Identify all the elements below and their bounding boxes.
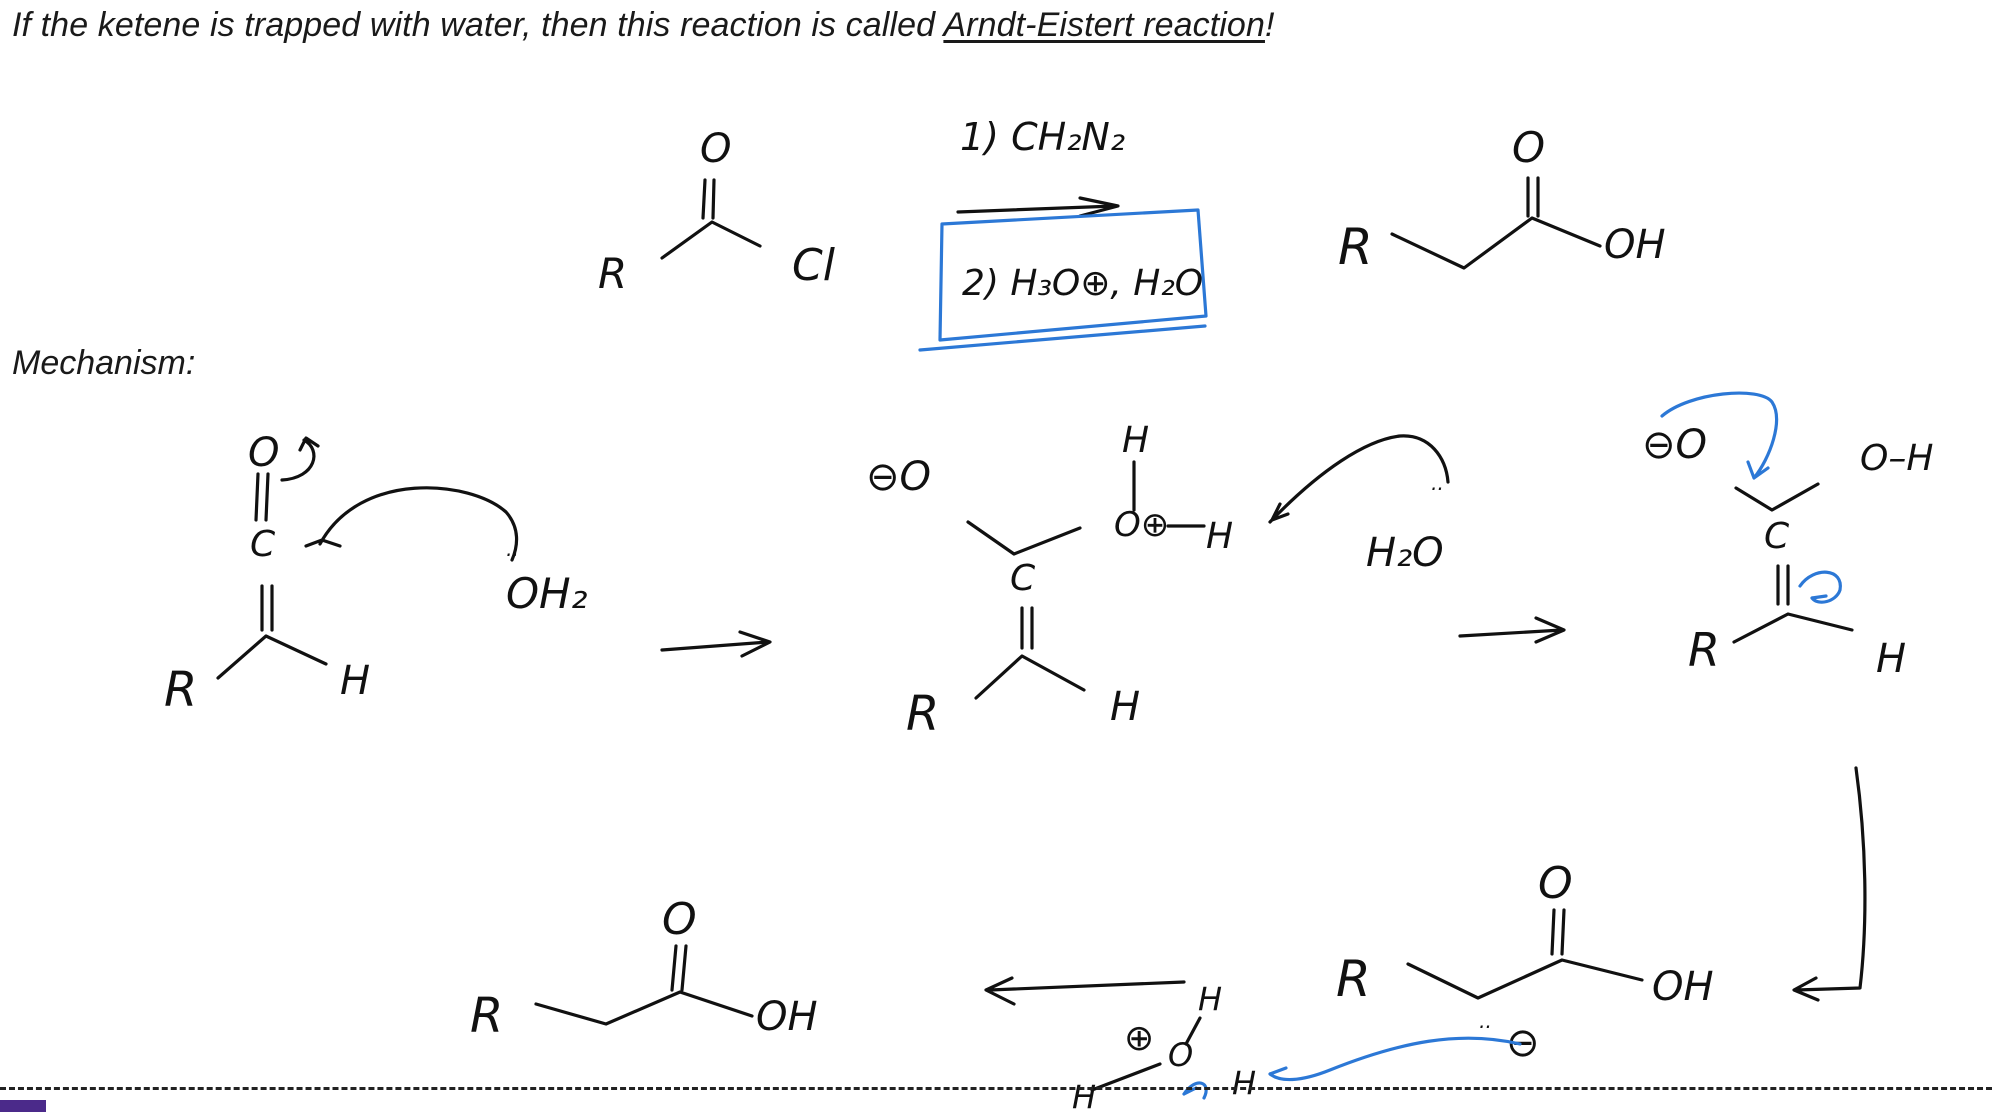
intermediate-h: H (1110, 684, 1140, 730)
acid-chloride-r: R (598, 249, 627, 298)
product-oh: OH (1604, 222, 1666, 268)
ketene-structure: O C R H (164, 430, 519, 718)
carbanion-intermediate: O R OH ⊖ ·· (1336, 858, 1714, 1066)
carbanion-lone-pair: ·· (1478, 1015, 1491, 1039)
reagent-step-2: 2) H₃O⊕, H₂O (962, 263, 1203, 304)
enol-intermediate: ⊖O O–H C R H (1642, 391, 1933, 682)
protonation-arrow (1268, 1036, 1522, 1082)
intermediate-carbon: C (1010, 558, 1036, 599)
hydronium-oxygen: O (1168, 1036, 1193, 1074)
enolate-carbon: C (1764, 516, 1790, 557)
reagent-step-1: 1) CH₂N₂ (960, 115, 1125, 159)
hydronium-charge: ⊕ (1124, 1018, 1154, 1059)
product-r: R (1338, 218, 1373, 276)
hydronium-ion: ⊕ O H H H (1072, 980, 1256, 1112)
enolate-o-minus: ⊖O (1642, 422, 1707, 468)
reaction-conditions: 1) CH₂N₂ 2) H₃O⊕, H₂O (918, 115, 1208, 352)
lone-pair-dots: ·· (505, 543, 518, 567)
intermediate-oxonium: O⊕ (1114, 505, 1169, 545)
heading-suffix: ! (1264, 6, 1275, 44)
oxonium-intermediate: ⊖O C R H O⊕ H H (866, 420, 1233, 742)
heading-prefix: If the ketene is trapped with water, the… (12, 6, 944, 44)
intermediate-o-minus: ⊖O (866, 454, 931, 500)
enolate-r: R (1688, 623, 1720, 677)
corner-tab (0, 1100, 46, 1112)
mechanism-arrow-1 (660, 630, 772, 658)
reagent-highlight-box (938, 208, 1208, 342)
water-lone-pair: ·· (1430, 477, 1443, 501)
carbanion-r: R (1336, 950, 1371, 1008)
mechanism-arrow-4 (984, 976, 1186, 1006)
acid-chloride-structure: O R Cl (598, 126, 836, 298)
arndt-eistert-link[interactable]: Arndt-Eistert reaction (943, 6, 1265, 44)
final-acid-product: O R OH (470, 894, 818, 1044)
mechanism-arrow-2 (1458, 616, 1566, 644)
hydronium-h-top: H (1198, 980, 1222, 1018)
acid-chloride-cl: Cl (792, 240, 836, 291)
deprotonation-arrow (1268, 434, 1450, 524)
product-oxygen: O (1512, 123, 1545, 172)
final-oh: OH (756, 994, 818, 1040)
ketene-carbon: C (250, 524, 276, 565)
water-nucleophile: OH₂ (506, 569, 588, 618)
intermediate-r: R (906, 686, 939, 742)
intermediate-h-top: H (1122, 420, 1149, 461)
hydronium-h-left: H (1072, 1078, 1096, 1112)
intermediate-h-right: H (1206, 516, 1233, 557)
acid-chloride-oxygen: O (700, 126, 731, 172)
carbanion-oxygen: O (1538, 858, 1573, 909)
ketene-r: R (164, 662, 197, 718)
mechanism-label: Mechanism: (12, 344, 196, 382)
page-heading: If the ketene is trapped with water, the… (12, 6, 1275, 45)
hydronium-h-right: H (1232, 1064, 1256, 1102)
enolate-oh: O–H (1860, 438, 1933, 479)
final-oxygen: O (662, 894, 697, 945)
ketene-h: H (340, 658, 370, 704)
homologated-acid-product: O R OH (1338, 123, 1666, 276)
carbanion-oh: OH (1652, 964, 1714, 1010)
mechanism-arrow-3 (1792, 766, 1867, 1002)
final-r: R (470, 988, 503, 1044)
page-divider (0, 1087, 1992, 1090)
ketene-oxygen: O (248, 430, 279, 476)
water-base: H₂O (1366, 530, 1444, 576)
enolate-h: H (1876, 636, 1906, 682)
